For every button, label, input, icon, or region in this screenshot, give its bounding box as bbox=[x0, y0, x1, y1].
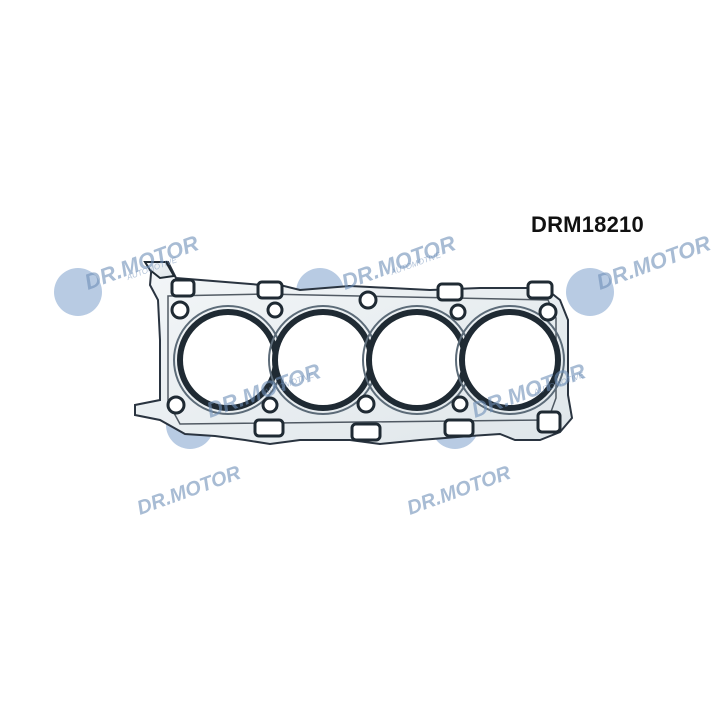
watermark-brand-6: DR.MOTOR bbox=[134, 462, 244, 520]
watermark-circle-right bbox=[566, 268, 614, 316]
watermark-brand-7: DR.MOTOR bbox=[404, 462, 514, 520]
watermark-brand-1: DR.MOTOR bbox=[81, 230, 202, 294]
coolant-passages bbox=[170, 278, 562, 442]
watermark-brand-3: DR.MOTOR bbox=[593, 230, 714, 294]
watermark-brand-5: DR.MOTOR bbox=[468, 358, 589, 422]
watermark-circle-left bbox=[54, 268, 102, 316]
locating-tab bbox=[143, 261, 176, 280]
cylinder-bore-4 bbox=[459, 309, 561, 411]
product-code: DRM18210 bbox=[531, 212, 644, 237]
watermark-brand-2: DR.MOTOR bbox=[338, 230, 459, 294]
cylinder-bores bbox=[173, 305, 565, 415]
bolt-holes bbox=[166, 290, 558, 415]
